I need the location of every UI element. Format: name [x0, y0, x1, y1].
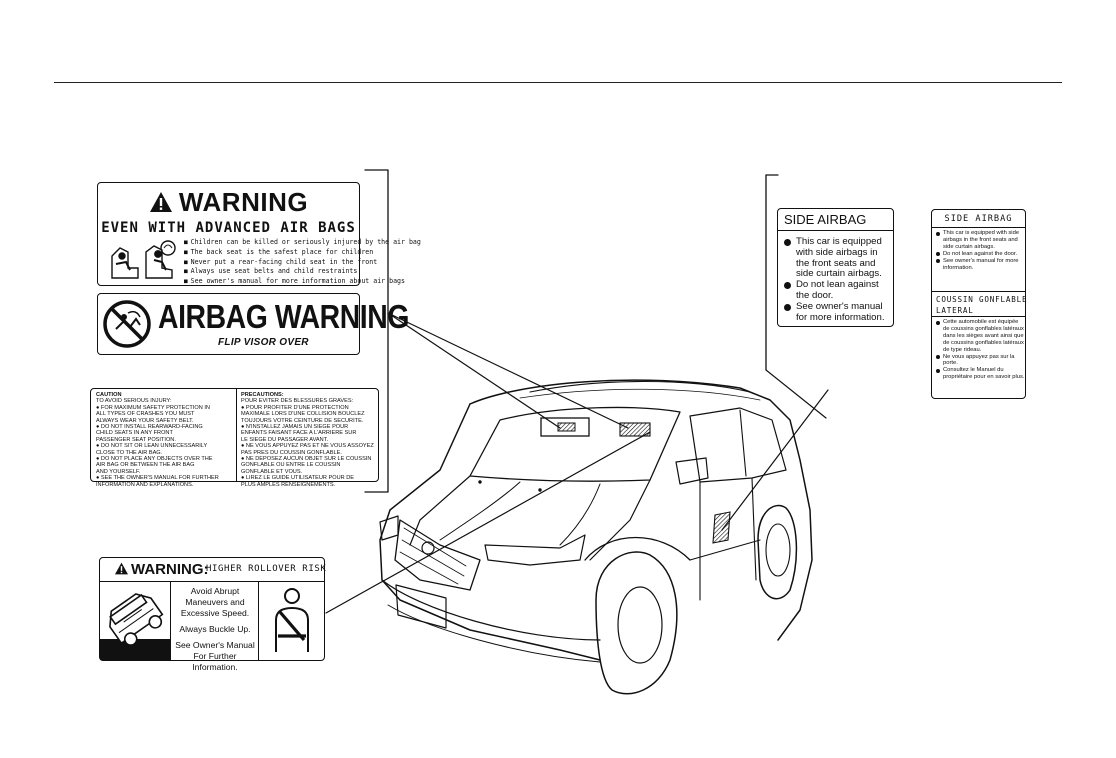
- rollover-warning-text: WARNING:: [131, 561, 209, 578]
- french-title-line: COUSSIN GONFLABLE: [936, 295, 1028, 304]
- caution-heading: CAUTION: [96, 392, 122, 398]
- caution-line: ● SEE THE OWNER'S MANUAL FOR FURTHER: [96, 475, 219, 482]
- precautions-line: ● NE DEPOSEZ AUCUN OBJET SUR LE COUSSIN: [241, 456, 372, 463]
- visor-left-outline: [540, 417, 590, 437]
- divider: [932, 227, 1025, 228]
- rollover-line: Always Buckle Up.: [179, 624, 251, 634]
- side-airbag-item: See owner's manual for more information.: [784, 301, 893, 324]
- caution-line: INFORMATION AND EXPLANATIONS.: [96, 481, 194, 488]
- visor-title: AIRBAG WARNING: [158, 298, 409, 335]
- side-airbag-title: SIDE AIRBAG: [778, 209, 893, 231]
- airbag-visor-warning-label: AIRBAG WARNING FLIP VISOR OVER: [97, 293, 409, 355]
- caution-line: TO AVOID SERIOUS INJURY:: [96, 398, 172, 405]
- caution-line: ● DO NOT SIT OR LEAN UNNECESSARILY: [96, 443, 208, 450]
- side-airbag-french-item: Ne vous appuyez pas sur la porte.: [936, 354, 1025, 368]
- side-airbag-french-item: Consultez le Manuel du propriétaire pour…: [936, 367, 1025, 381]
- rollover-line: See Owner's Manual For Further Informati…: [175, 640, 255, 672]
- precautions-line: GONFLABLE OU ENTRE LE COUSSIN: [241, 462, 341, 469]
- precautions-heading: PRECAUTIONS:: [241, 392, 284, 398]
- side-airbag-french-item: Cette automobile est équipée de coussins…: [936, 319, 1025, 354]
- rollover-text: Avoid Abrupt Maneuvers and Excessive Spe…: [172, 586, 258, 678]
- caution-line: CLOSE TO THE AIR BAG.: [96, 449, 163, 456]
- caution-line: AND YOURSELF.: [96, 468, 141, 475]
- advanced-airbag-warning-label: WARNING EVEN WITH ADVANCED AIR BAGS Chil…: [97, 182, 421, 286]
- precautions-line: PLUS AMPLES RENSEIGNEMENTS.: [241, 481, 336, 488]
- side-airbag-french-title: COUSSIN GONFLABLE LATERAL: [936, 294, 1028, 316]
- rollover-header: WARNING: HIGHER ROLLOVER RISK: [100, 558, 327, 582]
- warning-title: WARNING: [98, 187, 359, 218]
- warning-triangle-icon: [149, 192, 172, 212]
- rollover-warning-label: WARNING: HIGHER ROLLOVER RISK Avoid Abru…: [99, 557, 327, 672]
- child-seat-icon: [111, 240, 176, 279]
- french-title-line: LATERAL: [936, 306, 974, 315]
- side-airbag-item: This car is equipped with side airbags i…: [784, 236, 893, 280]
- caution-line: ● DO NOT INSTALL REARWARD-FACING: [96, 424, 203, 431]
- warning-items: Children can be killed or seriously inju…: [184, 238, 421, 287]
- warning-item: See owner's manual for more information …: [184, 277, 421, 287]
- warning-item: Never put a rear-facing child seat in th…: [184, 258, 421, 268]
- caution-line: PASSENGER SEAT POSITION.: [96, 436, 176, 443]
- precautions-line: ● N'INSTALLEZ JAMAIS UN SIEGE POUR: [241, 424, 349, 431]
- seatbelt-icon: [275, 588, 309, 652]
- side-airbag-label: SIDE AIRBAG This car is equipped with si…: [777, 208, 894, 327]
- header-rule: [54, 82, 1062, 83]
- warning-item: Always use seat belts and child restrain…: [184, 267, 421, 277]
- rollover-warning: WARNING:: [114, 561, 209, 578]
- precautions-column: PRECAUTIONS: POUR EVITER DES BLESSURES G…: [236, 389, 374, 488]
- precautions-line: PAS PRES DU COUSSIN GONFLABLE.: [241, 449, 342, 456]
- caution-line: ● DO NOT PLACE ANY OBJECTS OVER THE: [96, 456, 213, 463]
- rollover-car-icon: [100, 593, 170, 660]
- caution-precautions-label: CAUTION TO AVOID SERIOUS INJURY: ● FOR M…: [90, 388, 379, 488]
- precautions-line: ● POUR PROFITER D'UNE PROTECTION: [241, 404, 349, 411]
- divider: [932, 291, 1025, 292]
- precautions-line: ENFANTS FAISANT FACE A L'ARRIERE SUR: [241, 430, 357, 437]
- side-airbag-item: Do not lean against the door.: [784, 279, 893, 302]
- warning-item: Children can be killed or seriously inju…: [184, 238, 421, 248]
- side-airbag-bilingual-items-fr: Cette automobile est équipée de coussins…: [936, 319, 1025, 381]
- warning-item: The back seat is the safest place for ch…: [184, 248, 421, 258]
- warning-triangle-icon: [115, 562, 128, 575]
- rollover-risk-text: HIGHER ROLLOVER RISK: [206, 564, 327, 574]
- precautions-line: TOUJOURS VOTRE CEINTURE DE SECURITE.: [241, 417, 364, 424]
- caution-column: CAUTION TO AVOID SERIOUS INJURY: ● FOR M…: [96, 392, 219, 488]
- divider: [932, 316, 1025, 317]
- side-airbag-items: This car is equipped with side airbags i…: [784, 236, 893, 324]
- divider: [258, 581, 259, 660]
- precautions-line: ● LIREZ LE GUIDE UTILISATEUR POUR DE: [241, 475, 354, 482]
- side-airbag-bilingual-label: SIDE AIRBAG This car is equipped with si…: [931, 209, 1028, 399]
- caution-line: ● FOR MAXIMUM SAFETY PROTECTION IN: [96, 404, 210, 411]
- rollover-line: Avoid Abrupt Maneuvers and Excessive Spe…: [180, 586, 250, 618]
- precautions-line: ● NE VOUS APPUYEZ PAS ET NE VOUS ASSOYEZ: [241, 443, 374, 450]
- precautions-line: POUR EVITER DES BLESSURES GRAVES:: [241, 398, 354, 405]
- caution-line: AIR BAG OR BETWEEN THE AIR BAG: [96, 462, 195, 469]
- warning-title-text: WARNING: [178, 187, 309, 217]
- caution-line: CHILD SEATS IN ANY FRONT: [96, 430, 173, 437]
- side-airbag-bilingual-item: See owner's manual for more information.: [936, 258, 1025, 272]
- no-airbag-child-icon: [103, 300, 151, 348]
- visor-subtitle: FLIP VISOR OVER: [218, 337, 309, 348]
- warning-subtitle: EVEN WITH ADVANCED AIR BAGS: [101, 220, 356, 236]
- side-airbag-bilingual-title: SIDE AIRBAG: [944, 214, 1013, 224]
- precautions-line: MAXIMALE LORS D'UNE COLLISION BOUCLEZ: [241, 411, 365, 418]
- side-airbag-bilingual-item: Do not lean against the door.: [936, 251, 1025, 258]
- divider: [170, 581, 171, 660]
- caution-line: ALWAYS WEAR YOUR SAFETY BELT.: [96, 417, 194, 424]
- precautions-line: LE SIEGE DU PASSAGER AVANT.: [241, 436, 329, 443]
- side-airbag-bilingual-items-en: This car is equipped with side airbags i…: [936, 230, 1025, 271]
- side-airbag-bilingual-item: This car is equipped with side airbags i…: [936, 230, 1025, 251]
- precautions-line: GONFLABLE ET VOUS.: [241, 468, 303, 475]
- caution-line: ALL TYPES OF CRASHES YOU MUST: [96, 411, 195, 418]
